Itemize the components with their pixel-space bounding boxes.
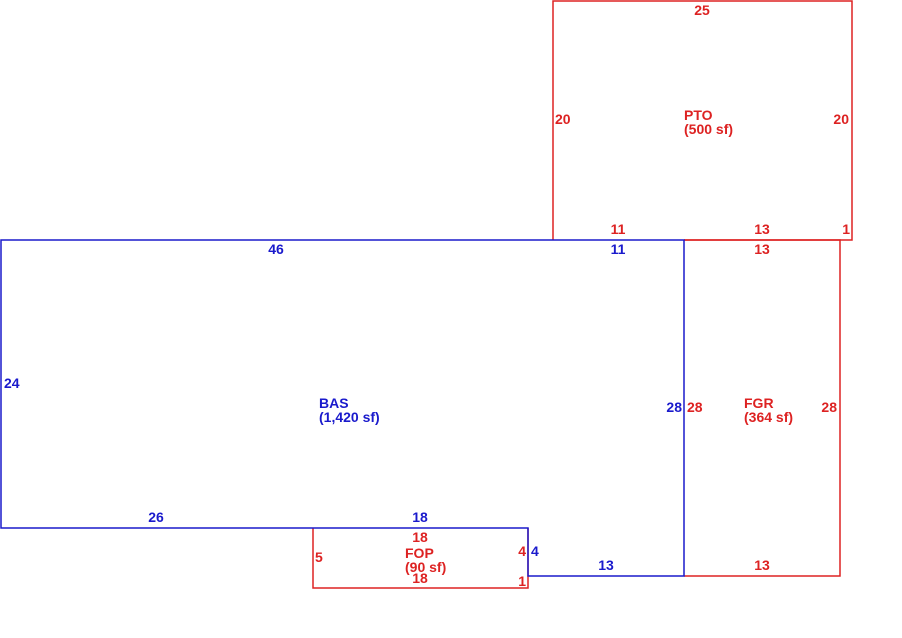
bas-dim-top-right: 11 (611, 241, 626, 257)
bas-dim-bottom-mid: 18 (412, 509, 428, 525)
fgr-dim-bottom: 13 (754, 557, 770, 573)
pto-area-label: (500 sf) (684, 121, 733, 137)
fgr-dim-left: 28 (687, 399, 703, 415)
fop-code-label: FOP (405, 545, 434, 561)
pto-dim-bottom-left: 11 (611, 221, 626, 237)
fop-area-label: (90 sf) (405, 559, 446, 575)
fgr-outline (684, 239, 841, 577)
bas-dim-left: 24 (4, 375, 20, 391)
fop-dim-left: 5 (315, 549, 323, 565)
bas-dim-top: 46 (268, 241, 284, 257)
pto-dim-bottom-end: 1 (842, 221, 850, 237)
pto-dim-top: 25 (694, 2, 710, 18)
bas-outline (0, 239, 685, 577)
fgr-dim-top: 13 (754, 241, 770, 257)
bas-dim-notch: 4 (531, 543, 539, 559)
fgr-area-label: (364 sf) (744, 409, 793, 425)
pto-dim-bottom-right: 13 (754, 221, 770, 237)
bas-dim-right: 28 (666, 399, 682, 415)
bas-dim-bottom-left: 26 (148, 509, 164, 525)
fgr-code-label: FGR (744, 395, 774, 411)
bas-code-label: BAS (319, 395, 349, 411)
fgr-dim-right: 28 (821, 399, 837, 415)
fop-dim-bottom: 18 (412, 570, 428, 586)
pto-dim-left: 20 (555, 111, 571, 127)
fop-dim-right: 4 (518, 543, 526, 559)
bas-dim-bottom-right: 13 (598, 557, 614, 573)
pto-dim-right: 20 (833, 111, 849, 127)
fop-dim-end: 1 (518, 573, 526, 589)
pto-code-label: PTO (684, 107, 713, 123)
bas-area-label: (1,420 sf) (319, 409, 380, 425)
fop-dim-top: 18 (412, 529, 428, 545)
